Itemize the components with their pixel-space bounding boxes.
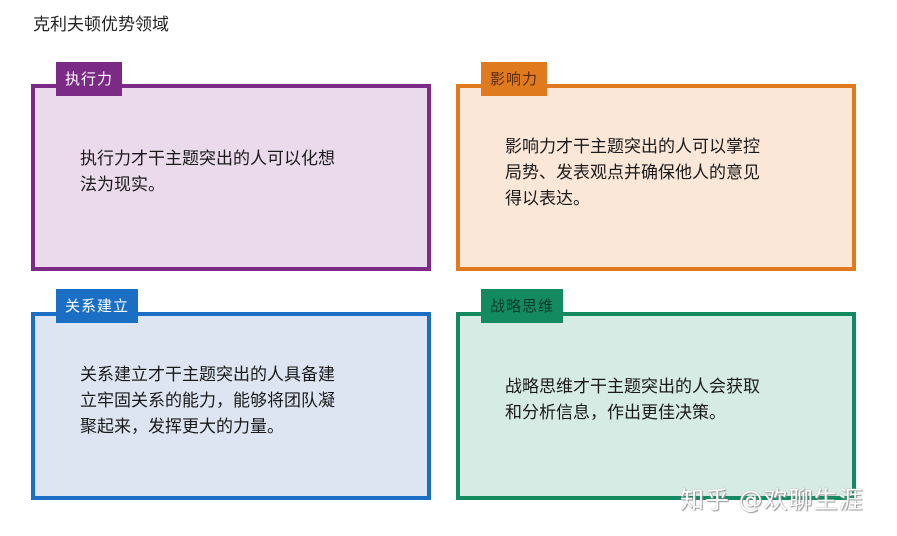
- tag-influence: 影响力: [481, 62, 548, 96]
- card-relationship-text: 关系建立才干主题突出的人具备建 立牢固关系的能力，能够将团队凝 聚起来，发挥更大…: [80, 362, 335, 440]
- text-line: 战略思维才干主题突出的人会获取: [505, 377, 760, 397]
- text-line: 关系建立才干主题突出的人具备建: [80, 365, 335, 385]
- text-line: 立牢固关系的能力，能够将团队凝: [80, 391, 335, 411]
- card-influence-text: 影响力才干主题突出的人可以掌控 局势、发表观点并确保他人的意见 得以表达。: [505, 134, 760, 212]
- watermark: 知乎 @欢聊生涯: [680, 486, 864, 514]
- card-relationship: [31, 312, 431, 500]
- card-execution-text: 执行力才干主题突出的人可以化想 法为现实。: [80, 146, 335, 198]
- text-line: 得以表达。: [505, 189, 590, 209]
- text-line: 影响力才干主题突出的人可以掌控: [505, 137, 760, 157]
- text-line: 执行力才干主题突出的人可以化想: [80, 149, 335, 169]
- tag-relationship: 关系建立: [56, 289, 139, 323]
- text-line: 聚起来，发挥更大的力量。: [80, 417, 284, 437]
- text-line: 法为现实。: [80, 175, 165, 195]
- card-strategic: [456, 312, 856, 500]
- card-strategic-text: 战略思维才干主题突出的人会获取 和分析信息，作出更佳决策。: [505, 374, 760, 426]
- tag-strategic: 战略思维: [481, 289, 564, 323]
- card-execution: [31, 84, 431, 271]
- text-line: 和分析信息，作出更佳决策。: [505, 403, 726, 423]
- card-influence: [456, 84, 856, 271]
- tag-execution: 执行力: [56, 62, 123, 96]
- text-line: 局势、发表观点并确保他人的意见: [505, 163, 760, 183]
- page-title: 克利夫顿优势领域: [33, 15, 169, 35]
